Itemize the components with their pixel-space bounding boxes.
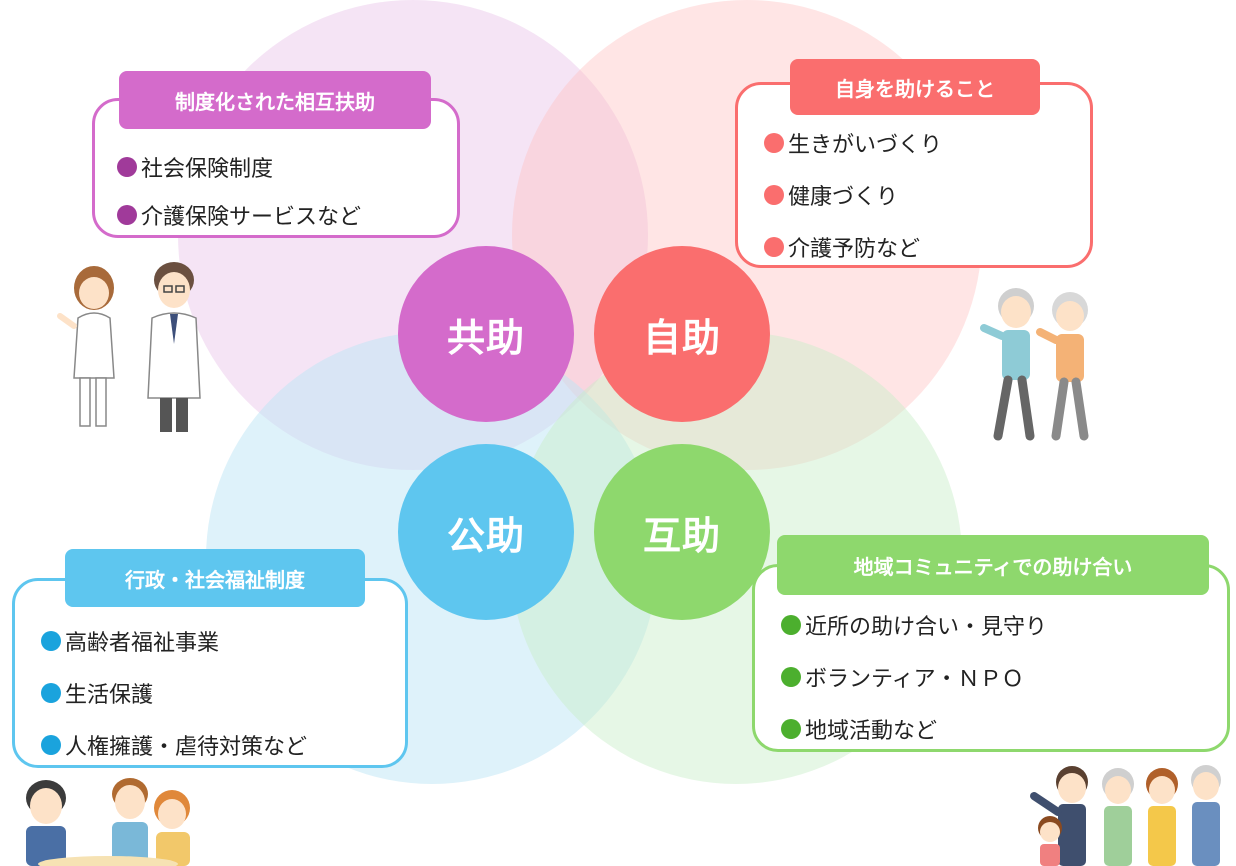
list-item: 健康づくり — [764, 169, 942, 221]
list-item: ボランティア・ＮＰＯ — [781, 651, 1047, 703]
list-item-label: 生活保護 — [65, 683, 154, 708]
list-item: 生活保護 — [41, 667, 307, 719]
family-consultation-illustration — [26, 778, 190, 866]
circle-jijo: 自助 — [594, 246, 770, 422]
list-item-label: 近所の助け合い・見守り — [805, 615, 1048, 640]
list-item: 生きがいづくり — [764, 117, 942, 169]
bullet-dot-icon — [117, 157, 137, 177]
bullet-dot-icon — [41, 631, 61, 651]
bullet-dot-icon — [781, 667, 801, 687]
list-item-label: ボランティア・ＮＰＯ — [805, 667, 1024, 692]
card-gojo-title: 地域コミュニティでの助け合い — [777, 535, 1209, 595]
circle-kojo: 公助 — [398, 444, 574, 620]
bullet-dot-icon — [41, 735, 61, 755]
list-item-label: 人権擁護・虐待対策など — [65, 735, 308, 760]
circle-gojo: 互助 — [594, 444, 770, 620]
bullet-dot-icon — [764, 185, 784, 205]
list-item-label: 介護保険サービスなど — [141, 205, 362, 230]
list-item-label: 社会保険制度 — [141, 157, 274, 182]
bullet-dot-icon — [117, 205, 137, 225]
list-item: 人権擁護・虐待対策など — [41, 719, 307, 771]
card-jijo: 自身を助けること 生きがいづくり 健康づくり 介護予防など — [735, 59, 1093, 268]
list-item: 近所の助け合い・見守り — [781, 599, 1047, 651]
bullet-dot-icon — [764, 237, 784, 257]
list-item: 高齢者福祉事業 — [41, 615, 307, 667]
card-gojo-list: 近所の助け合い・見守り ボランティア・ＮＰＯ 地域活動など — [781, 599, 1047, 755]
bullet-dot-icon — [781, 719, 801, 739]
list-item: 介護保険サービスなど — [117, 191, 361, 239]
card-kojo-title: 行政・社会福祉制度 — [65, 549, 365, 607]
bullet-dot-icon — [764, 133, 784, 153]
card-jijo-list: 生きがいづくり 健康づくり 介護予防など — [764, 117, 942, 273]
card-kojo: 行政・社会福祉制度 高齢者福祉事業 生活保護 人権擁護・虐待対策など — [12, 549, 408, 771]
card-kyojo: 制度化された相互扶助 社会保険制度 介護保険サービスなど — [92, 71, 460, 239]
circle-kyojo: 共助 — [398, 246, 574, 422]
bullet-dot-icon — [41, 683, 61, 703]
card-gojo: 地域コミュニティでの助け合い 近所の助け合い・見守り ボランティア・ＮＰＯ 地域… — [752, 535, 1230, 755]
card-kojo-list: 高齢者福祉事業 生活保護 人権擁護・虐待対策など — [41, 615, 307, 771]
list-item-label: 地域活動など — [805, 719, 938, 744]
card-jijo-title: 自身を助けること — [790, 59, 1040, 115]
bullet-dot-icon — [781, 615, 801, 635]
card-kyojo-title: 制度化された相互扶助 — [119, 71, 431, 129]
list-item-label: 高齢者福祉事業 — [65, 631, 220, 656]
list-item-label: 生きがいづくり — [788, 133, 943, 158]
elderly-couple-walking-illustration — [980, 288, 1089, 441]
list-item: 介護予防など — [764, 221, 942, 273]
card-kyojo-list: 社会保険制度 介護保険サービスなど — [117, 143, 361, 239]
nurse-and-doctor-illustration — [57, 262, 201, 432]
community-group-illustration — [1030, 765, 1221, 866]
list-item-label: 介護予防など — [788, 237, 921, 262]
list-item: 社会保険制度 — [117, 143, 361, 191]
list-item-label: 健康づくり — [788, 185, 899, 210]
list-item: 地域活動など — [781, 703, 1047, 755]
